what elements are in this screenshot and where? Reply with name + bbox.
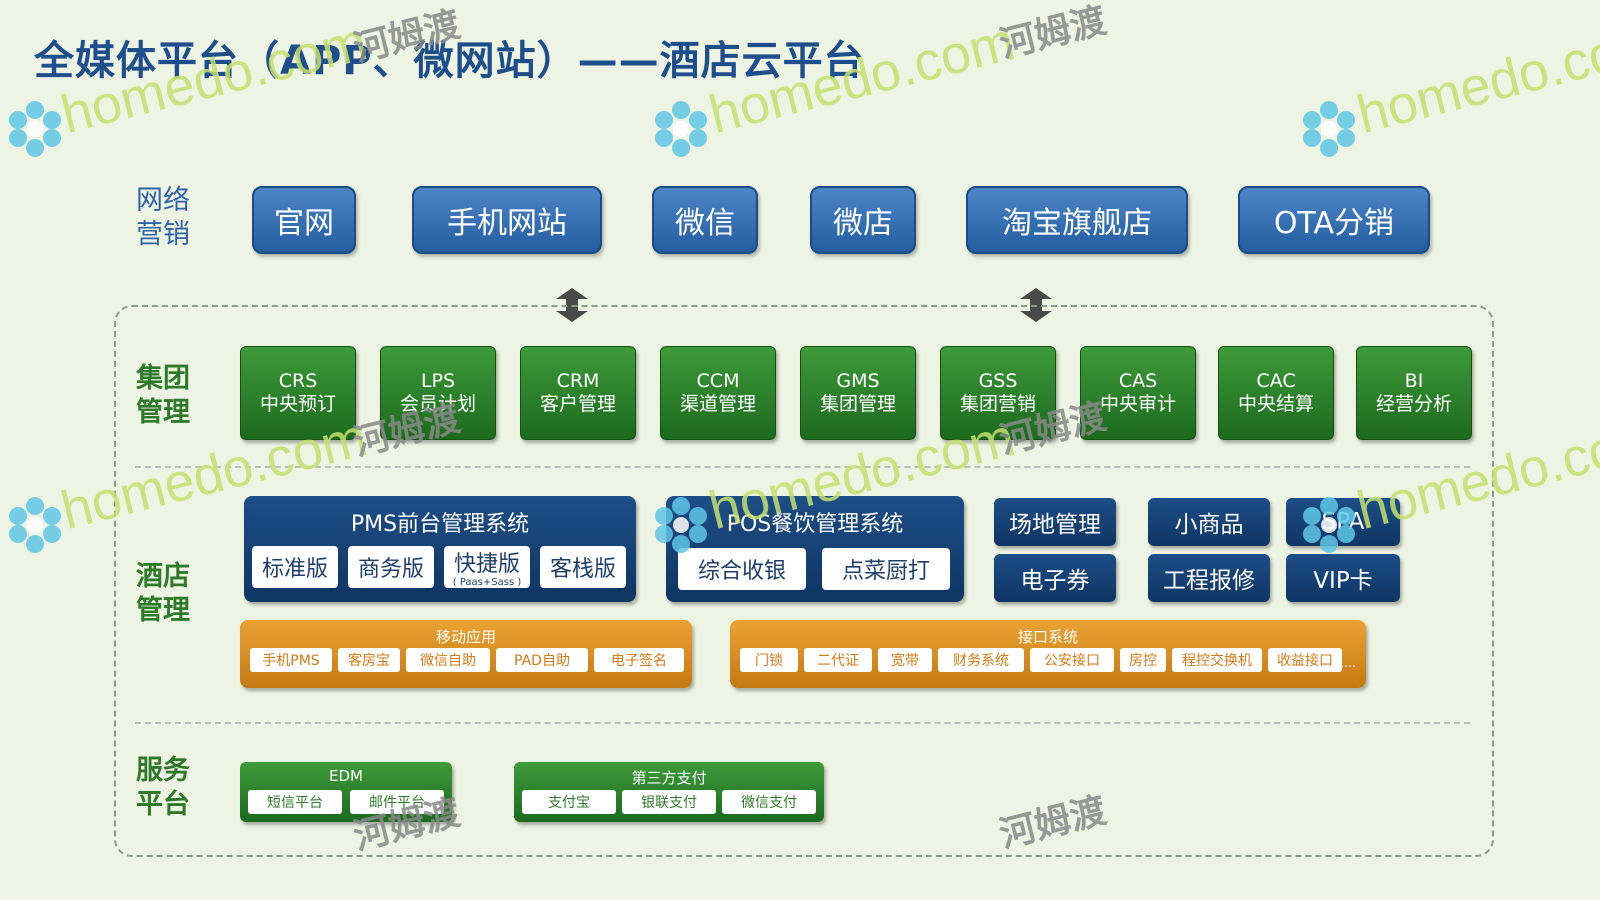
pms-edition-business[interactable]: 商务版 (348, 546, 434, 588)
pms-edition-inn[interactable]: 客栈版 (540, 546, 626, 588)
pms-system: PMS前台管理系统 标准版 商务版 快捷版 ( Paas+Sass ) 客栈版 (244, 496, 636, 602)
third-party-payment: 第三方支付 支付宝 银联支付 微信支付 (514, 762, 824, 822)
channel-wechat[interactable]: 微信 (652, 186, 758, 254)
channel-website[interactable]: 官网 (252, 186, 356, 254)
edm-platform: EDM 短信平台 邮件平台 (240, 762, 452, 822)
module-code: CAC (1256, 370, 1296, 392)
platform-frame (114, 305, 1494, 857)
mobile-apps: 移动应用 手机PMS 客房宝 微信自助 PAD自助 电子签名 (240, 620, 692, 688)
payment-title: 第三方支付 (631, 769, 707, 787)
pms-edition-express[interactable]: 快捷版 ( Paas+Sass ) (444, 546, 530, 588)
module-name: 渠道管理 (679, 393, 756, 415)
module-name: 中央结算 (1237, 393, 1314, 415)
pos-item-kitchen[interactable]: 点菜厨打 (822, 548, 950, 590)
edm-item[interactable]: 邮件平台 (350, 790, 444, 814)
interface-item[interactable]: 收益接口 (1268, 648, 1342, 672)
group-module-crm[interactable]: CRM 客户管理 (520, 346, 636, 440)
module-code: LPS (420, 370, 456, 392)
pos-item-cashier[interactable]: 综合收银 (678, 548, 806, 590)
interface-systems: 接口系统 门锁 二代证 宽带 财务系统 公安接口 房控 程控交换机 收益接口 …… (730, 620, 1366, 688)
hotel-spa[interactable]: SPA (1286, 498, 1400, 546)
group-module-crs[interactable]: CRS 中央预订 (240, 346, 356, 440)
interface-item[interactable]: 公安接口 (1030, 648, 1114, 672)
channel-weidian[interactable]: 微店 (810, 186, 916, 254)
channel-mobile-site[interactable]: 手机网站 (412, 186, 602, 254)
page-title: 全媒体平台（APP、微网站）——酒店云平台 (34, 38, 865, 84)
group-module-cas[interactable]: CAS 中央审计 (1080, 346, 1196, 440)
payment-item[interactable]: 银联支付 (622, 790, 716, 814)
row-label-network: 网络营销 (136, 185, 190, 250)
group-module-cac[interactable]: CAC 中央结算 (1218, 346, 1334, 440)
module-code: CRS (278, 370, 318, 392)
interface-item[interactable]: 财务系统 (938, 648, 1024, 672)
section-divider (135, 722, 1470, 724)
module-name: 经营分析 (1375, 393, 1452, 415)
interface-item[interactable]: 门锁 (740, 648, 798, 672)
module-code: GSS (978, 370, 1018, 392)
channel-ota[interactable]: OTA分销 (1238, 186, 1430, 254)
pms-edition-standard[interactable]: 标准版 (252, 546, 338, 588)
interfaces-more: …… (1332, 656, 1356, 670)
group-module-lps[interactable]: LPS 会员计划 (380, 346, 496, 440)
hotel-maintenance[interactable]: 工程报修 (1148, 554, 1270, 602)
pms-title: PMS前台管理系统 (350, 512, 530, 537)
module-code: CRM (556, 370, 600, 392)
module-code: CAS (1118, 370, 1158, 392)
group-module-bi[interactable]: BI 经营分析 (1356, 346, 1472, 440)
mobile-apps-title: 移动应用 (435, 628, 496, 646)
section-divider (135, 466, 1470, 468)
mobile-app-item[interactable]: 手机PMS (250, 648, 332, 672)
group-module-gms[interactable]: GMS 集团管理 (800, 346, 916, 440)
edm-title: EDM (329, 767, 363, 785)
interface-item[interactable]: 房控 (1120, 648, 1166, 672)
group-module-ccm[interactable]: CCM 渠道管理 (660, 346, 776, 440)
module-code: CCM (696, 370, 740, 392)
mobile-app-item[interactable]: PAD自助 (496, 648, 588, 672)
module-name: 中央预订 (259, 393, 336, 415)
flower-logo-icon (9, 497, 61, 553)
group-module-gss[interactable]: GSS 集团营销 (940, 346, 1056, 440)
row-label-hotel: 酒店管理 (136, 561, 190, 626)
hotel-vip-card[interactable]: VIP卡 (1286, 554, 1400, 602)
interface-item[interactable]: 程控交换机 (1172, 648, 1262, 672)
flower-logo-icon (9, 101, 61, 157)
module-code: BI (1404, 370, 1424, 392)
row-label-service: 服务平台 (136, 755, 190, 820)
module-name: 客户管理 (539, 393, 616, 415)
interfaces-title: 接口系统 (1017, 628, 1078, 646)
pos-system: POS餐饮管理系统 综合收银 点菜厨打 (666, 496, 964, 602)
mobile-app-item[interactable]: 客房宝 (338, 648, 400, 672)
hotel-small-goods[interactable]: 小商品 (1148, 498, 1270, 546)
payment-item[interactable]: 支付宝 (522, 790, 616, 814)
flower-logo-icon (655, 101, 707, 157)
pos-title: POS餐饮管理系统 (726, 512, 904, 537)
module-name: 集团营销 (959, 393, 1036, 415)
module-code: GMS (836, 370, 880, 392)
pms-edition-note: ( Paas+Sass ) (452, 577, 522, 588)
module-name: 集团管理 (819, 393, 896, 415)
hotel-venue[interactable]: 场地管理 (994, 498, 1116, 546)
edm-item[interactable]: 短信平台 (248, 790, 342, 814)
mobile-app-item[interactable]: 电子签名 (594, 648, 684, 672)
hotel-e-coupon[interactable]: 电子券 (994, 554, 1116, 602)
channel-taobao[interactable]: 淘宝旗舰店 (966, 186, 1188, 254)
mobile-app-item[interactable]: 微信自助 (406, 648, 490, 672)
payment-item[interactable]: 微信支付 (722, 790, 816, 814)
row-label-group: 集团管理 (136, 363, 190, 428)
watermark-brand: homedo.com (1351, 11, 1600, 146)
watermark-cn: 河姆渡 (995, 0, 1111, 67)
module-name: 中央审计 (1099, 393, 1176, 415)
interface-item[interactable]: 宽带 (878, 648, 932, 672)
module-name: 会员计划 (399, 393, 476, 415)
interface-item[interactable]: 二代证 (804, 648, 872, 672)
flower-logo-icon (1303, 101, 1355, 157)
